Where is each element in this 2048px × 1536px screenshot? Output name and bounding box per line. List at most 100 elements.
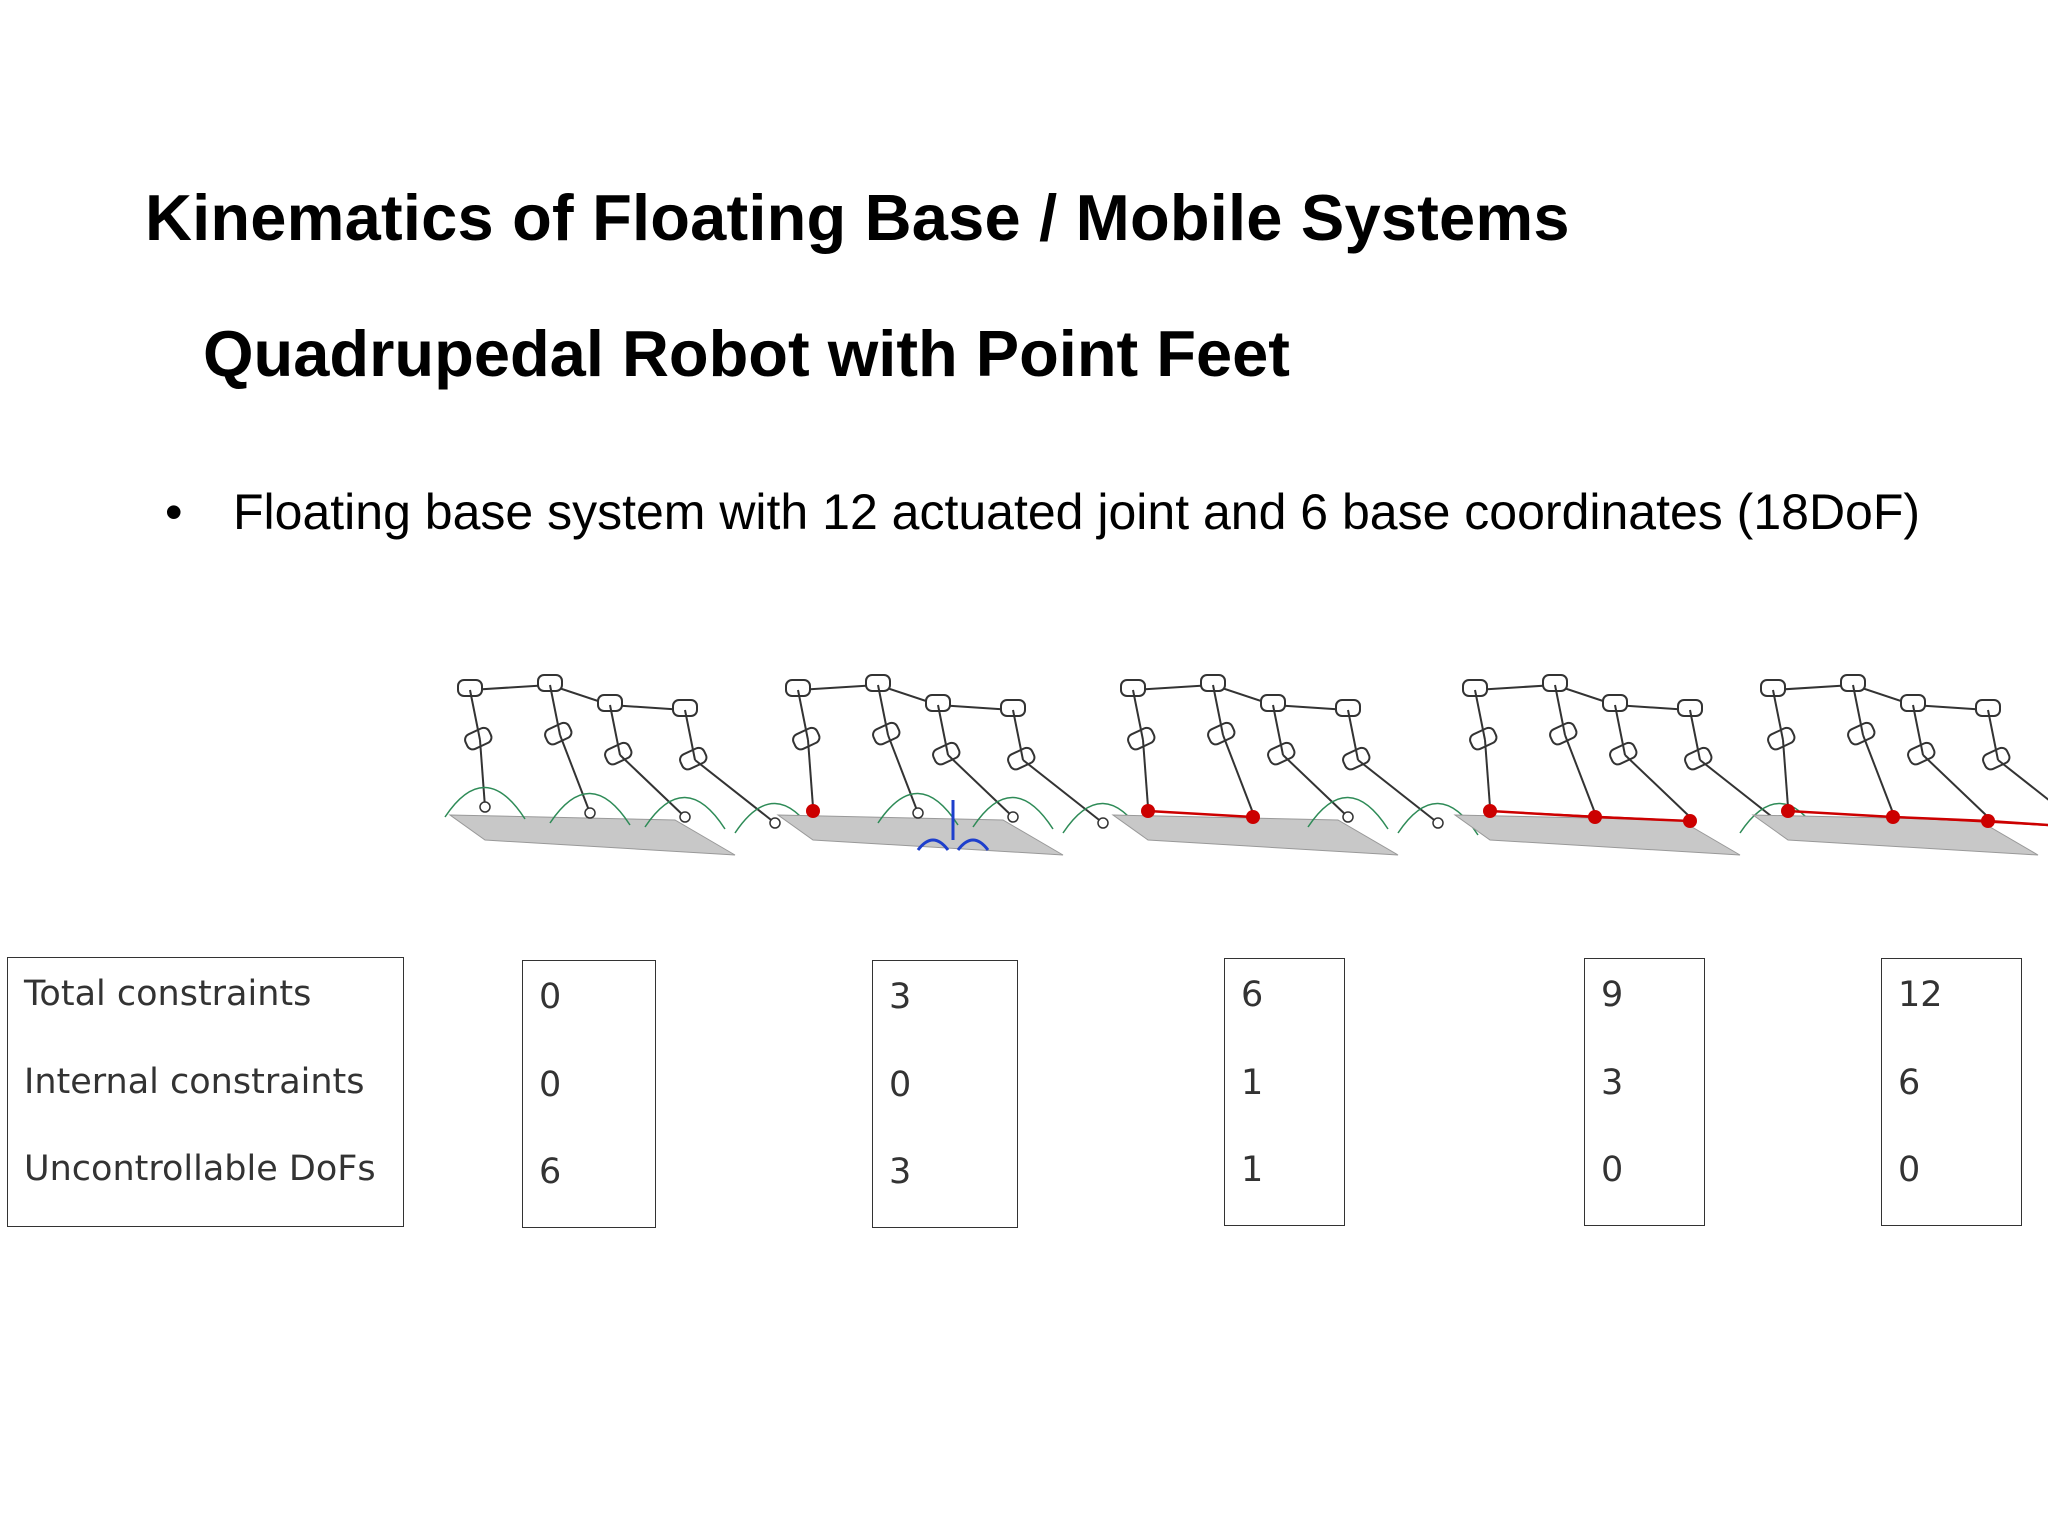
body-frame [1474,683,1691,711]
hip-actuator [1760,679,1786,697]
free-foot-arc [972,796,1054,830]
lower-leg [619,754,686,818]
foot-point [912,807,924,819]
hip-actuator [1260,694,1286,712]
hip-actuator [1120,679,1146,697]
foot-point [1342,811,1354,823]
knee-actuator [792,726,821,751]
lower-leg [1222,734,1254,814]
contact-constraint [1489,810,1691,822]
slide-subtitle: Quadrupedal Robot with Point Feet [203,317,1290,390]
value-internal: 0 [539,1065,562,1105]
value-uncontrollable: 1 [1241,1150,1264,1190]
hip-actuator [672,699,698,717]
foot-point [769,817,781,829]
quadruped-figures [444,674,2048,856]
upper-leg [1132,689,1144,741]
lower-leg [479,739,486,808]
upper-leg [1852,684,1864,736]
upper-leg [549,684,561,736]
hip-actuator [1975,699,2001,717]
upper-leg [1272,704,1284,756]
lower-leg [1357,759,1439,824]
ground-plane [776,814,1064,856]
body-frame [797,683,1014,711]
lower-leg [1922,754,1989,818]
lower-leg [1484,739,1491,808]
contact-constraint [1787,810,2048,827]
hip-actuator [1200,674,1226,692]
value-internal: 3 [1601,1063,1624,1103]
quadruped-robot-icon [1111,674,1479,856]
value-internal: 0 [889,1065,912,1105]
row-labels-box: Total constraints Internal constraints U… [7,957,404,1227]
contact-constraint [1147,809,1254,819]
foot-point [1097,817,1109,829]
body-frame [1772,683,1989,711]
knee-actuator [1469,726,1498,751]
foot-point [1432,817,1444,829]
foot-point [584,807,596,819]
value-internal: 1 [1241,1063,1264,1103]
value-total: 0 [539,977,562,1017]
upper-leg [1689,709,1701,761]
upper-leg [1912,704,1924,756]
value-uncontrollable: 0 [1898,1150,1921,1190]
foot-point [1007,811,1019,823]
upper-leg [1614,704,1626,756]
value-total: 12 [1898,975,1943,1015]
value-total: 9 [1601,975,1624,1015]
values-box-1: 0 0 6 [522,960,656,1228]
hip-actuator [925,694,951,712]
hip-actuator [785,679,811,697]
label-total-constraints: Total constraints [24,974,312,1014]
quadruped-robot-icon [776,674,1144,856]
ground-plane [448,814,736,856]
hip-actuator [597,694,623,712]
hip-actuator [1000,699,1026,717]
upper-leg [877,684,889,736]
foot-point [479,801,491,813]
upper-leg [1772,689,1784,741]
quadruped-robot-icon [1751,674,2048,856]
value-internal: 6 [1898,1063,1921,1103]
upper-leg [1012,709,1024,761]
value-uncontrollable: 6 [539,1152,562,1192]
quadruped-robot-icon [444,674,816,856]
ground-plane [1111,814,1399,856]
lower-leg [1997,759,2048,801]
knee-actuator [1767,726,1796,751]
values-box-4: 9 3 0 [1584,958,1705,1226]
lower-leg [1862,734,1894,814]
lower-leg [947,754,1014,818]
lower-leg [559,734,591,814]
free-foot-arc [644,796,726,830]
value-total: 3 [889,977,912,1017]
upper-leg [1987,709,1999,761]
hip-actuator [865,674,891,692]
foot-point [679,811,691,823]
upper-leg [1554,684,1566,736]
contact-foot [806,804,820,818]
lower-leg [1624,754,1691,818]
axis-rotation [956,838,990,851]
upper-leg [937,704,949,756]
body-frame [469,683,686,711]
upper-leg [1347,709,1359,761]
values-box-3: 6 1 1 [1224,958,1345,1226]
hip-actuator [1335,699,1361,717]
lower-leg [807,739,814,808]
label-uncontrollable-dofs: Uncontrollable DoFs [24,1149,376,1189]
values-box-5: 12 6 0 [1881,958,2022,1226]
upper-leg [684,709,696,761]
upper-leg [797,689,809,741]
bullet-text: Floating base system with 12 actuated jo… [233,484,1921,540]
lower-leg [887,734,919,814]
label-internal-constraints: Internal constraints [24,1062,365,1102]
value-uncontrollable: 0 [1601,1150,1624,1190]
lower-leg [1782,739,1789,808]
lower-leg [1142,739,1149,808]
lower-leg [1282,754,1349,818]
quadruped-robot-icon [1453,674,1821,856]
value-total: 6 [1241,975,1264,1015]
